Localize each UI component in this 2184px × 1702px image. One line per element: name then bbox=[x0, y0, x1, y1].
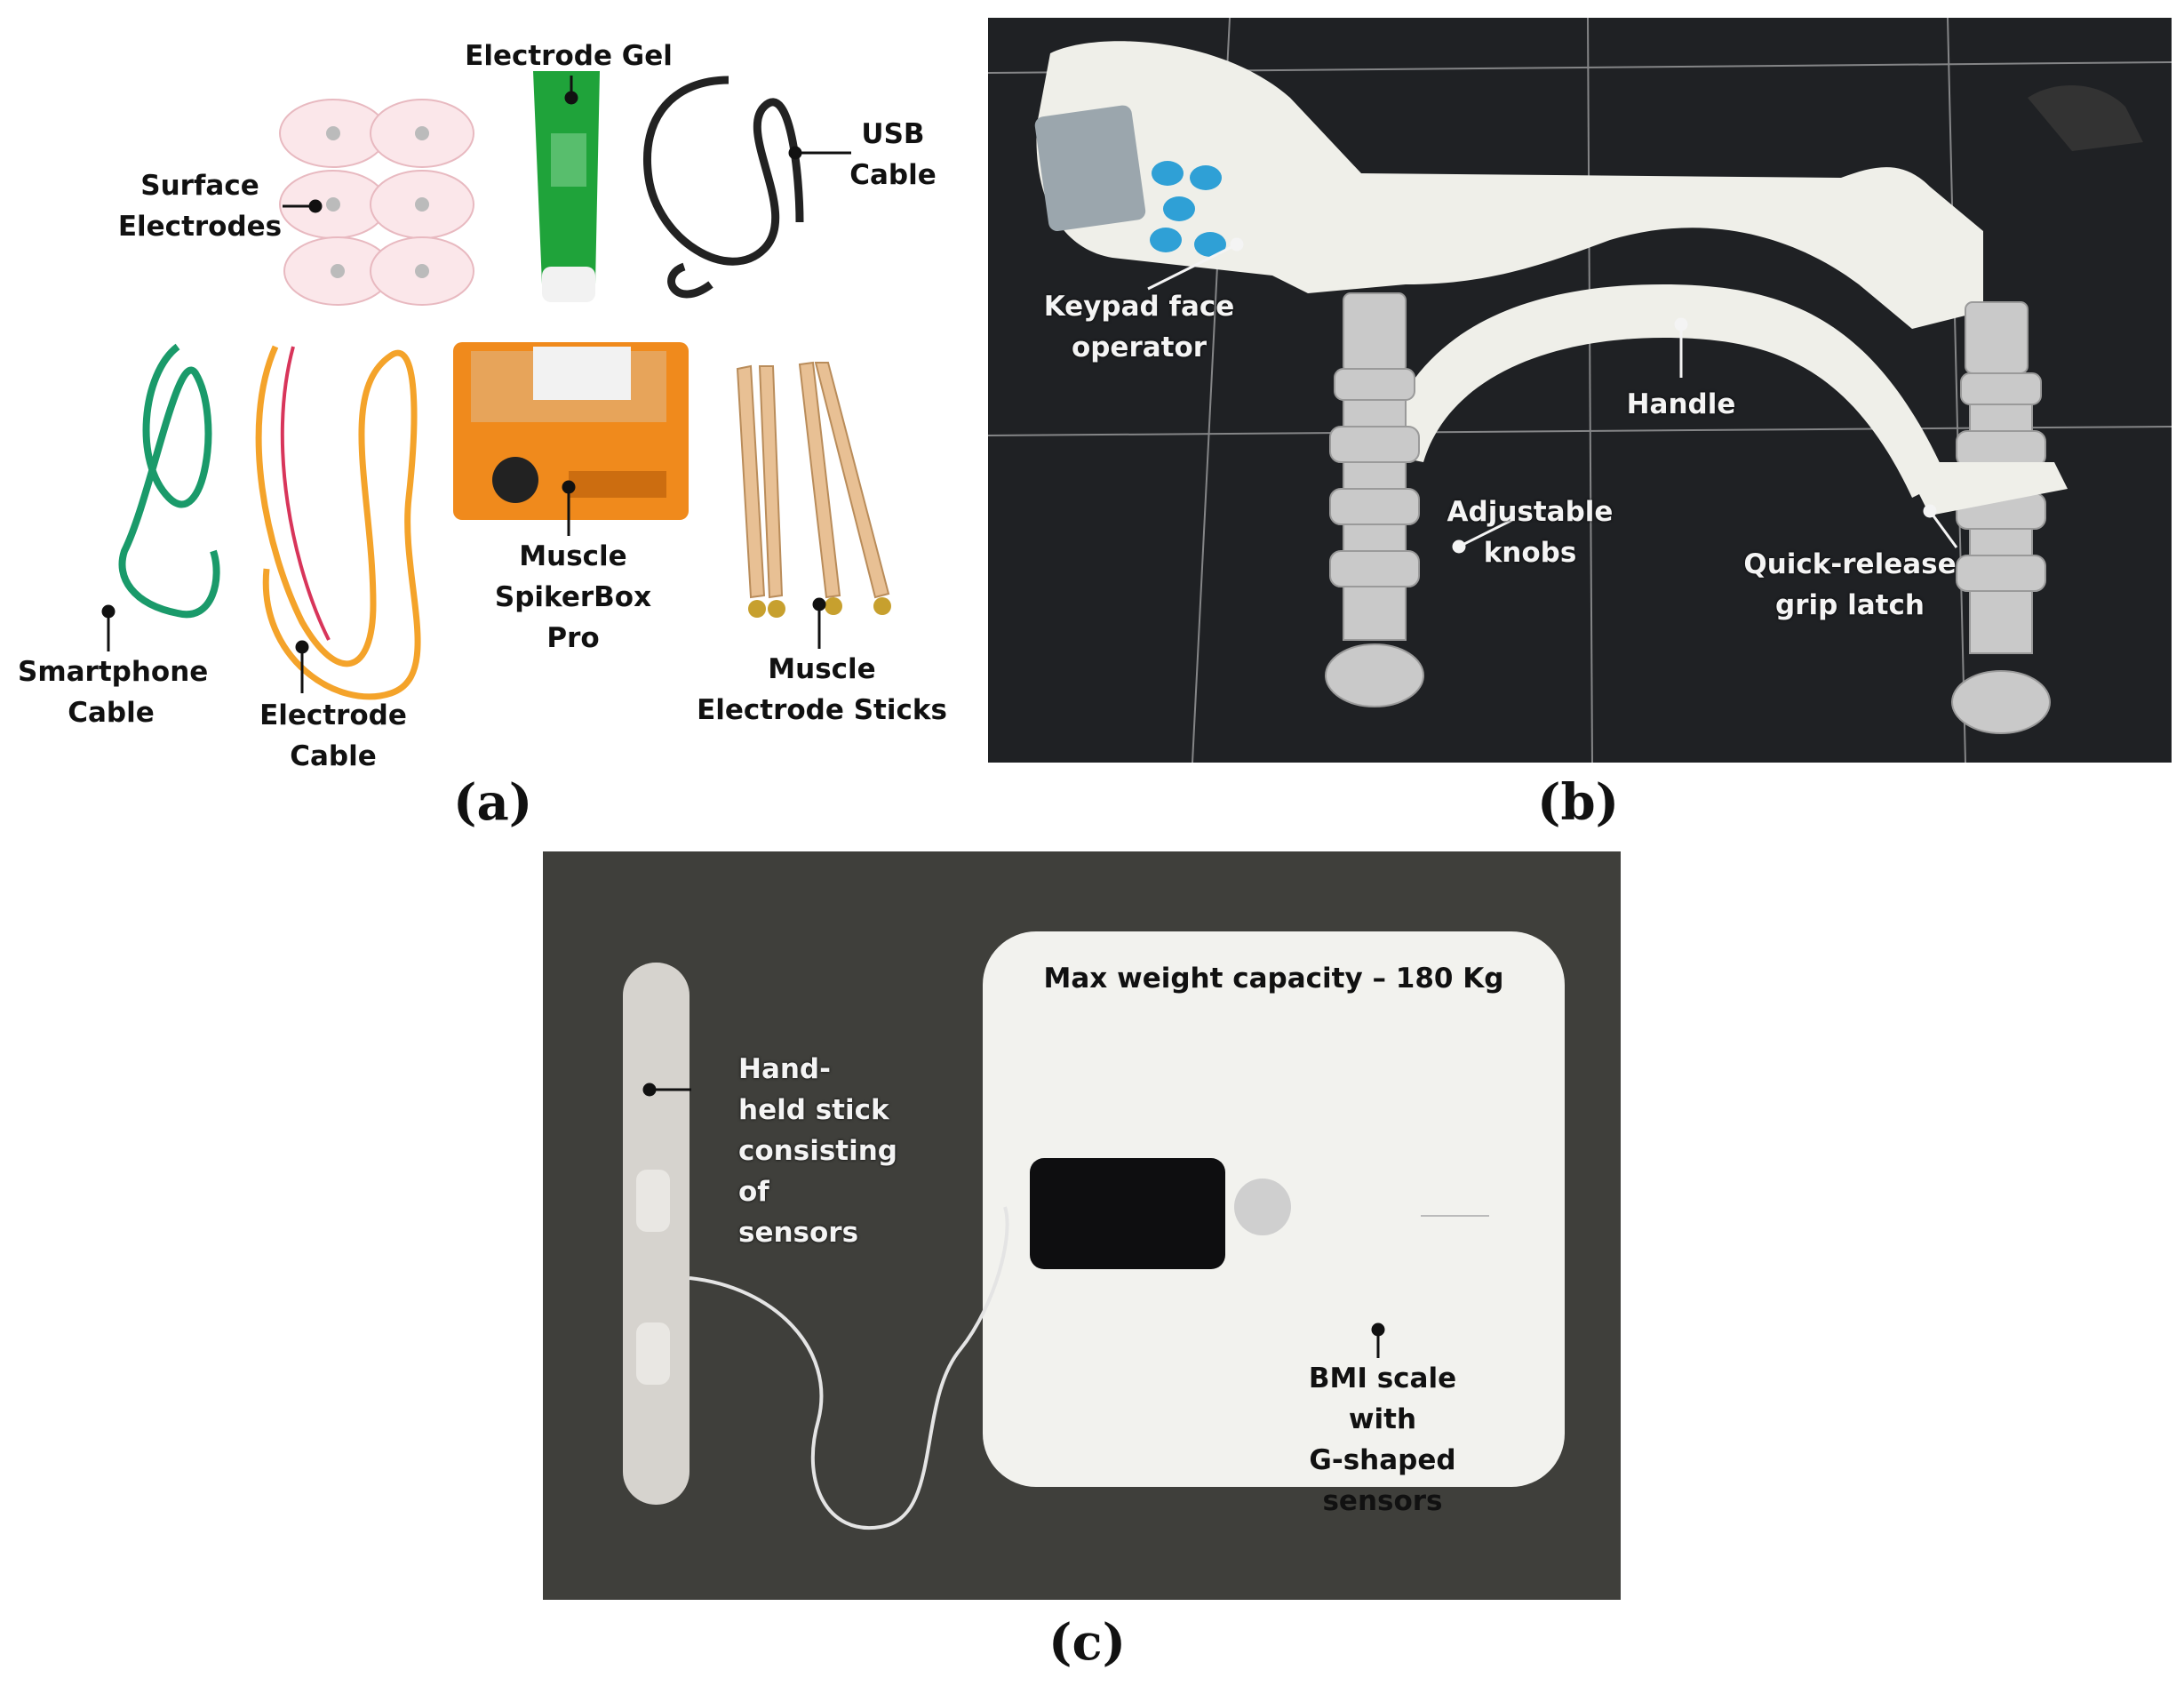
label-muscle-electrode-sticks: Muscle Electrode Sticks bbox=[697, 653, 947, 726]
label-electrode-cable: Electrode Cable bbox=[259, 699, 407, 769]
label-smartphone-cable: Smartphone Cable bbox=[18, 656, 209, 729]
bmi-scale-icon bbox=[983, 931, 1565, 1487]
surface-electrode-pads-icon bbox=[279, 99, 474, 306]
label-muscle-spikerbox-pro: Muscle SpikerBox Pro bbox=[494, 540, 652, 654]
label-max-weight-capacity: Max weight capacity – 180 Kg bbox=[1043, 963, 1504, 995]
hand-held-stick-icon bbox=[623, 963, 689, 1505]
electrode-cable-red-icon bbox=[280, 346, 331, 641]
electrode-cable-icon bbox=[255, 345, 421, 700]
label-surface-electrodes: Surface Electrodes bbox=[117, 170, 283, 243]
label-electrode-gel: Electrode Gel bbox=[465, 40, 673, 72]
label-adjustable-knobs: Adjustable knobs bbox=[1447, 496, 1614, 569]
label-bmi-scale: BMI scale with G-shaped sensors bbox=[1308, 1362, 1457, 1517]
label-quick-release-grip-latch: Quick-release grip latch bbox=[1743, 548, 1957, 621]
usb-cable-icon bbox=[643, 76, 804, 299]
caption-a: (a) bbox=[453, 773, 533, 832]
electrode-sticks-icon bbox=[736, 361, 890, 599]
label-usb-cable: USB Cable bbox=[849, 118, 937, 191]
panel-c: Max weight capacity – 180 Kg Hand- held … bbox=[543, 851, 1621, 1600]
spikerbox-board-icon bbox=[453, 342, 689, 520]
panel-b: Keypad face operator Handle Adjustable k… bbox=[988, 18, 2172, 763]
label-hand-held-stick: Hand- held stick consisting of sensors bbox=[738, 1053, 897, 1249]
panel-b-photo bbox=[988, 18, 2172, 763]
caption-c: (c) bbox=[1048, 1613, 1127, 1672]
label-handle: Handle bbox=[1626, 388, 1736, 420]
smartphone-cable-icon bbox=[118, 343, 220, 619]
dynamometer-icon bbox=[1034, 41, 2143, 734]
panel-c-photo bbox=[623, 931, 1565, 1530]
electrode-gel-tube-icon bbox=[533, 71, 600, 302]
label-keypad-face-operator: Keypad face operator bbox=[1043, 291, 1235, 364]
panel-a-photo bbox=[101, 71, 891, 700]
panel-a: Electrode Gel USB Cable Surface Electrod… bbox=[0, 0, 986, 769]
caption-b: (b) bbox=[1537, 773, 1620, 832]
scale-cable-icon bbox=[689, 1206, 1009, 1530]
